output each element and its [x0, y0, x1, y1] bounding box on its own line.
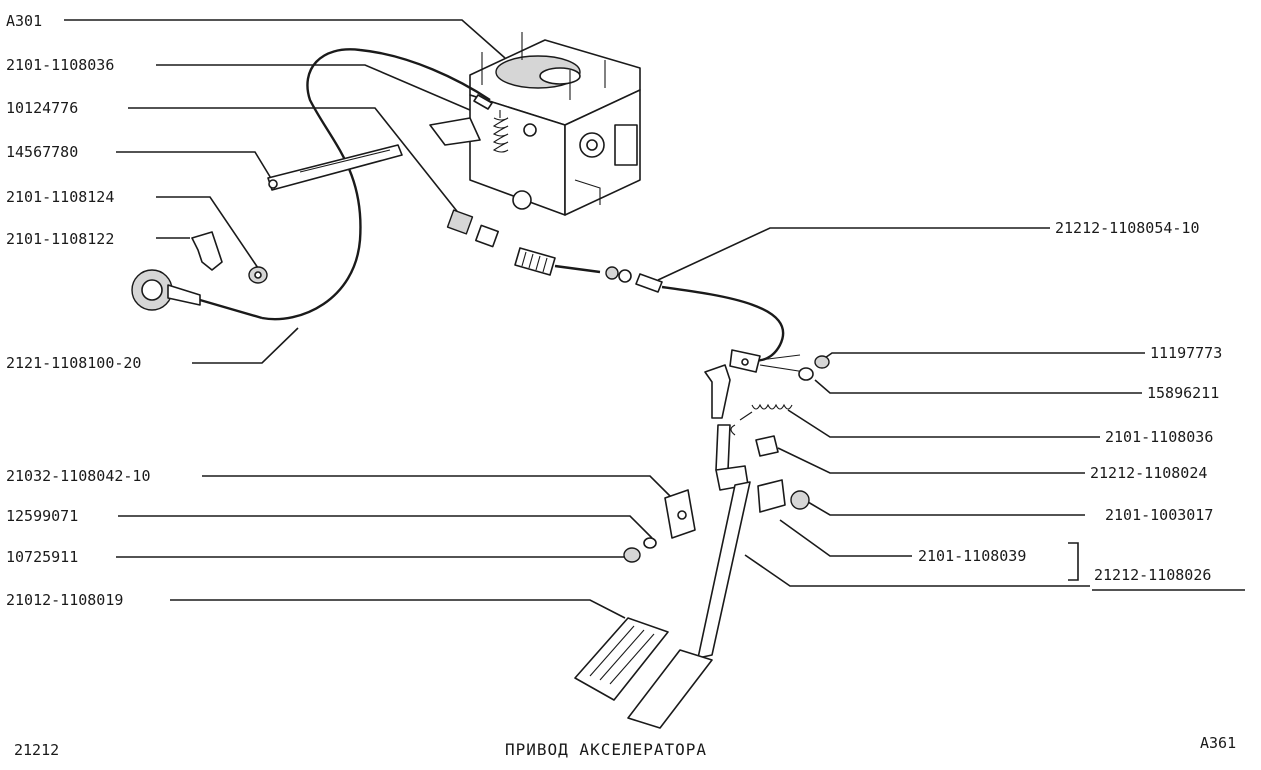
- throttle-cable-assembly: [446, 209, 785, 362]
- footer: 21212 ПРИВОД АКСЕЛЕРАТОРА A361: [14, 734, 1236, 759]
- hand-throttle-cable: [131, 48, 493, 321]
- cable-bracket-14567780: [267, 144, 403, 191]
- label-2101-1003017: 2101-1003017: [1105, 506, 1213, 524]
- label-2121-1108100-20: 2121-1108100-20: [6, 354, 141, 372]
- carburetor-drawing: [429, 32, 641, 216]
- label-21012-1108019: 21012-1108019: [6, 591, 123, 609]
- label-2101-1108039: 2101-1108039: [918, 547, 1026, 565]
- label-11197773: 11197773: [1150, 344, 1222, 362]
- label-2101-1108124: 2101-1108124: [6, 188, 114, 206]
- label-2101-1108036-low: 2101-1108036: [1105, 428, 1213, 446]
- label-10725911: 10725911: [6, 548, 78, 566]
- label-2101-1108122: 2101-1108122: [6, 230, 114, 248]
- label-12599071: 12599071: [6, 507, 78, 525]
- carb-return-spring: [492, 110, 537, 153]
- leader-lines: [64, 19, 1245, 619]
- label-21212-1108026: 21212-1108026: [1094, 566, 1211, 584]
- label-a301: A301: [6, 12, 42, 30]
- diagram-title: ПРИВОД АКСЕЛЕРАТОРА: [505, 740, 707, 759]
- label-10124776: 10124776: [6, 99, 78, 117]
- pedal-linkage: [627, 349, 830, 729]
- right-labels: 21212-1108054-10 11197773 15896211 2101-…: [918, 219, 1222, 584]
- pedal-stop-parts: [623, 489, 696, 563]
- label-14567780: 14567780: [6, 143, 78, 161]
- label-21032-1108042-10: 21032-1108042-10: [6, 467, 151, 485]
- left-labels: A301 2101-1108036 10124776 14567780 2101…: [6, 12, 151, 609]
- label-21212-1108054-10: 21212-1108054-10: [1055, 219, 1200, 237]
- clip-2101-1108122: [191, 231, 223, 271]
- label-2101-1108036-top: 2101-1108036: [6, 56, 114, 74]
- washer-2101-1108124: [248, 266, 268, 284]
- label-21212-1108024: 21212-1108024: [1090, 464, 1207, 482]
- pedal-pad-21012-1108019: [574, 617, 669, 701]
- label-15896211: 15896211: [1147, 384, 1219, 402]
- model-code: 21212: [14, 741, 59, 759]
- page-code: A361: [1200, 734, 1236, 752]
